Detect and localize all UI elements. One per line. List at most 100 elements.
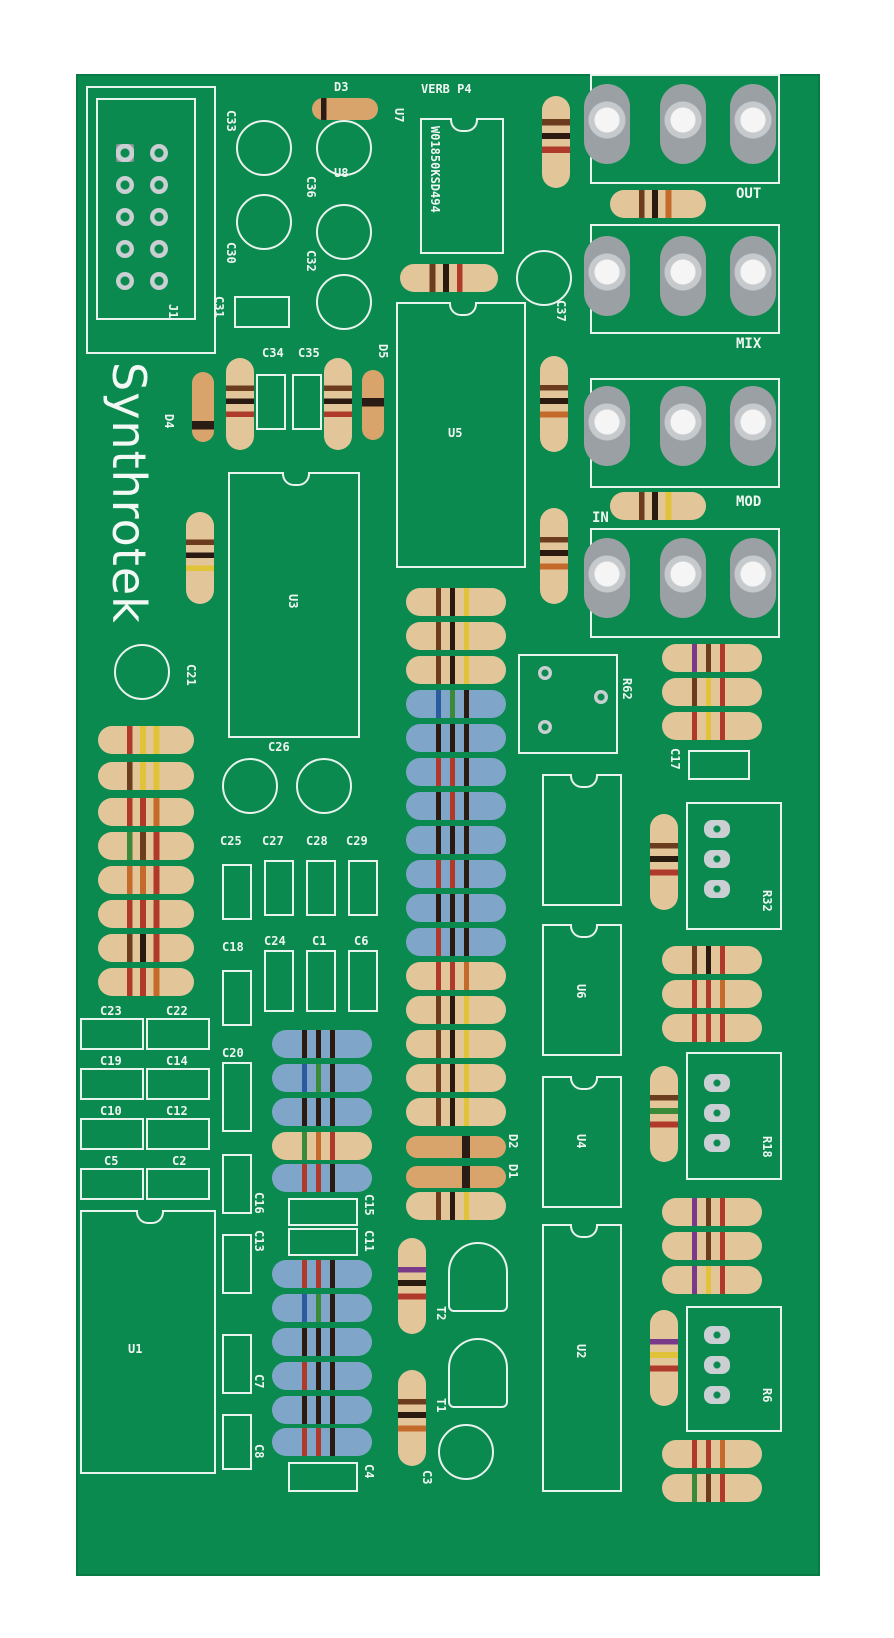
ic-u3 [228, 472, 360, 738]
label-c11: C11 [362, 1230, 376, 1252]
label-u6: U6 [574, 984, 588, 999]
label-c10: C10 [100, 1104, 122, 1118]
capacitor-u8 [316, 120, 372, 176]
resistor [98, 968, 194, 996]
label-r62: R62 [620, 678, 634, 700]
pad [538, 720, 552, 734]
ic-u7b [542, 774, 622, 906]
label-c18: C18 [222, 940, 244, 954]
ceramic-cap-c20 [222, 1062, 252, 1132]
ceramic-cap-c14 [146, 1068, 210, 1100]
ceramic-cap-c10 [80, 1118, 144, 1150]
resistor [406, 1098, 506, 1126]
resistor [272, 1164, 372, 1192]
resistor [398, 1238, 426, 1334]
label-c6: C6 [354, 934, 369, 948]
ceramic-cap-c11 [288, 1228, 358, 1256]
ceramic-cap-c6 [348, 950, 378, 1012]
resistor [406, 656, 506, 684]
resistor [662, 644, 762, 672]
label-c23: C23 [100, 1004, 122, 1018]
ceramic-cap-c19 [80, 1068, 144, 1100]
synthrotek-logo: Synthrotek [102, 362, 156, 624]
label-c33: C33 [224, 110, 238, 132]
resistor [406, 690, 506, 718]
ceramic-cap-c1 [306, 950, 336, 1012]
resistor [272, 1260, 372, 1288]
resistor [662, 1474, 762, 1502]
header-pin [150, 240, 168, 258]
ceramic-cap-c7 [222, 1334, 252, 1394]
ceramic-cap-c5 [80, 1168, 144, 1200]
ceramic-cap-c28 [306, 860, 336, 916]
resistor [406, 622, 506, 650]
label-c21: C21 [184, 664, 198, 686]
label-c27: C27 [262, 834, 284, 848]
resistor [406, 894, 506, 922]
resistor [662, 712, 762, 740]
resistor [324, 358, 352, 450]
resistor [400, 264, 498, 292]
resistor [406, 928, 506, 956]
capacitor-c21 [114, 644, 170, 700]
jack-mod-2 [660, 386, 706, 466]
ceramic-cap-c8 [222, 1414, 252, 1470]
resistor [662, 1266, 762, 1294]
header-pin [116, 144, 134, 162]
pcb-board: J1 Synthrotek VERB P4 D3 W01850KSD494 U7… [76, 74, 820, 1576]
resistor [98, 900, 194, 928]
label-c26: C26 [268, 740, 290, 754]
resistor [272, 1064, 372, 1092]
resistor [406, 962, 506, 990]
label-c15: C15 [362, 1194, 376, 1216]
label-u2: U2 [574, 1344, 588, 1359]
label-u3: U3 [286, 594, 300, 609]
label-c30: C30 [224, 242, 238, 264]
pad [704, 1356, 730, 1374]
label-c5: C5 [104, 1154, 119, 1168]
label-mod: MOD [736, 494, 762, 510]
jack-out-1 [584, 84, 630, 164]
resistor [662, 678, 762, 706]
capacitor-c3 [438, 1424, 494, 1480]
label-c20: C20 [222, 1046, 244, 1060]
ceramic-cap-c22 [146, 1018, 210, 1050]
ceramic-cap-c15 [288, 1198, 358, 1226]
resistor [272, 1362, 372, 1390]
jack-mod-1 [584, 386, 630, 466]
resistor [98, 866, 194, 894]
label-c25: C25 [220, 834, 242, 848]
j1-header [86, 86, 216, 354]
resistor [272, 1098, 372, 1126]
jack-mix-3 [730, 236, 776, 316]
resistor [662, 1198, 762, 1226]
label-c35: C35 [298, 346, 320, 360]
trimmer-r62-outline [518, 654, 618, 754]
diode-d5 [362, 370, 384, 440]
resistor [406, 1192, 506, 1220]
resistor [406, 792, 506, 820]
pad [538, 666, 552, 680]
diode-d3 [312, 98, 378, 120]
resistor [650, 1310, 678, 1406]
resistor [272, 1328, 372, 1356]
resistor [662, 946, 762, 974]
pad [704, 1326, 730, 1344]
label-c28: C28 [306, 834, 328, 848]
resistor [650, 814, 678, 910]
label-c7: C7 [252, 1374, 266, 1389]
label-c31: C31 [212, 296, 226, 318]
ic-u6 [542, 924, 622, 1056]
resistor [98, 726, 194, 754]
resistor [272, 1396, 372, 1424]
label-t2: T2 [434, 1306, 448, 1321]
resistor [406, 996, 506, 1024]
label-c22: C22 [166, 1004, 188, 1018]
jack-out-3 [730, 84, 776, 164]
resistor [272, 1030, 372, 1058]
j1-header-inner [96, 98, 196, 320]
label-c14: C14 [166, 1054, 188, 1068]
pad [704, 850, 730, 868]
ceramic-cap-c13 [222, 1234, 252, 1294]
ceramic-cap-c24 [264, 950, 294, 1012]
